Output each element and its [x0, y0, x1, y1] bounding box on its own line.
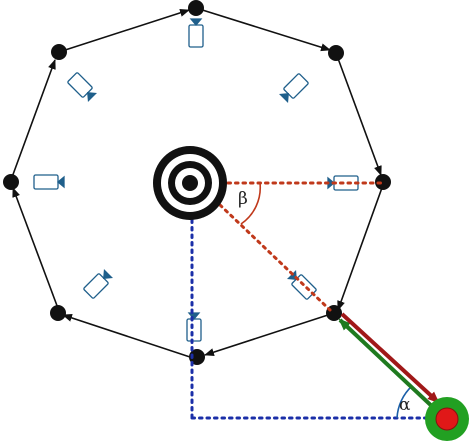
- beta-label: β: [238, 189, 248, 209]
- camera-icon: [67, 72, 97, 102]
- camera-icon: [33, 174, 65, 190]
- vertex-node: [328, 45, 344, 61]
- path-edge: [204, 313, 332, 357]
- path-edge: [10, 59, 56, 181]
- target-bullseye: [153, 146, 227, 220]
- beta-angle-arc: [240, 182, 262, 225]
- path-edge: [335, 52, 382, 176]
- path-edge: [58, 8, 190, 53]
- vertex-node: [50, 305, 66, 321]
- path-edge: [62, 314, 194, 359]
- robot-marker: [425, 397, 469, 441]
- red-arrow: [340, 312, 440, 404]
- path-edge: [195, 7, 331, 52]
- cameras: [33, 18, 359, 342]
- camera-icon: [83, 269, 113, 299]
- vertex-node: [51, 44, 67, 60]
- green-arrow: [338, 318, 439, 413]
- vertex-node: [189, 349, 205, 365]
- camera-icon: [279, 73, 309, 103]
- camera-icon: [186, 312, 202, 342]
- alpha-label: α: [399, 395, 411, 415]
- camera-icon: [188, 18, 204, 48]
- path-edge: [337, 184, 384, 311]
- vertex-node: [3, 174, 19, 190]
- reference-axes: [190, 218, 430, 420]
- vertex-node: [188, 0, 204, 16]
- path-edge: [12, 187, 60, 312]
- patrol-path: [10, 7, 384, 359]
- target-to-vertex-line: [218, 203, 332, 312]
- target-sight-lines: [218, 181, 386, 312]
- vertex-node: [375, 174, 391, 190]
